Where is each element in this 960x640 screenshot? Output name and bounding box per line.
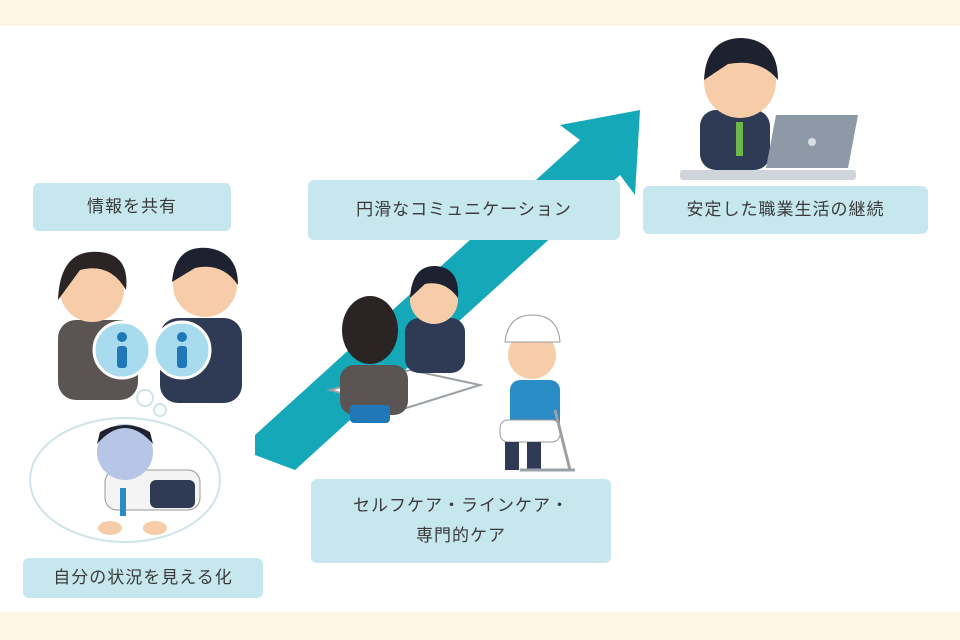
laptop-icon [680, 115, 858, 180]
stable-work-life-label: 安定した職業生活の継続 [643, 186, 928, 234]
care-label: セルフケア・ラインケア・ 専門的ケア [311, 479, 611, 563]
visualize-self-label: 自分の状況を見える化 [23, 558, 263, 598]
meeting-illustration [326, 265, 484, 423]
info-icon [152, 320, 212, 380]
share-info-label: 情報を共有 [33, 183, 231, 231]
sharing-people-illustration [58, 247, 242, 403]
worried-person-illustration [97, 424, 201, 535]
care-line1-text: セルフケア・ラインケア・ [353, 496, 569, 516]
smooth-communication-label: 円滑なコミュニケーション [308, 180, 620, 240]
stable-work-life-text: 安定した職業生活の継続 [686, 200, 885, 220]
info-icon [92, 320, 152, 380]
laptop-worker-illustration [700, 38, 778, 170]
care-line2-text: 専門的ケア [416, 526, 506, 546]
share-info-text: 情報を共有 [87, 197, 177, 217]
smooth-communication-text: 円滑なコミュニケーション [356, 200, 572, 220]
visualize-self-text: 自分の状況を見える化 [53, 568, 233, 588]
resting-person-illustration [499, 314, 575, 472]
